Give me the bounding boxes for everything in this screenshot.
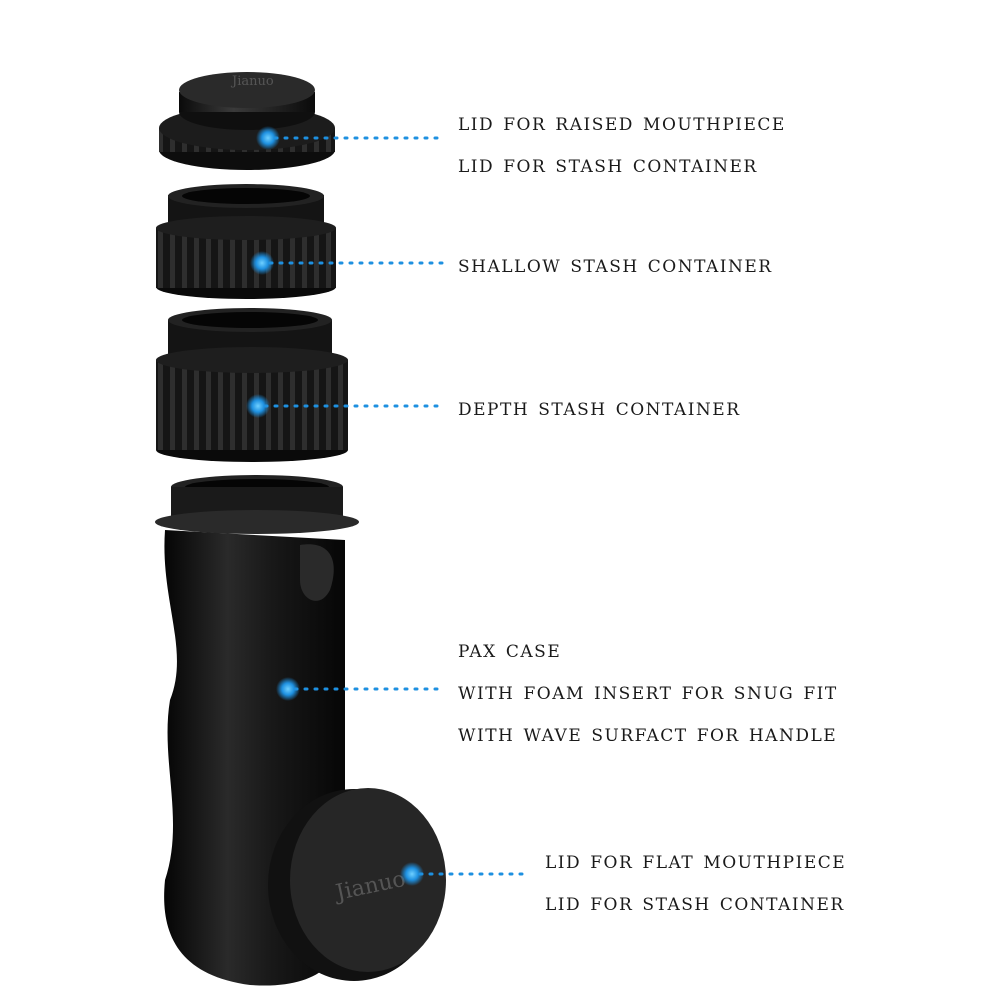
- depth-container-part: [156, 308, 348, 462]
- label-raised-lid: LID FOR RAISED MOUTHPIECE LID FOR STASH …: [458, 108, 786, 178]
- label-shallow-container: SHALLOW STASH CONTAINER: [458, 250, 773, 278]
- callout-dots: [246, 126, 424, 886]
- raised-lid-part: Jianuo: [159, 72, 335, 170]
- label-depth-container: DEPTH STASH CONTAINER: [458, 393, 741, 421]
- callout-leaders: [263, 136, 532, 876]
- shallow-container-part: [156, 184, 336, 299]
- top-lid-brand: Jianuo: [230, 74, 274, 89]
- flat-lid-part: Jianuo: [268, 788, 446, 981]
- label-flat-lid: LID FOR FLAT MOUTHPIECE LID FOR STASH CO…: [545, 846, 847, 916]
- label-pax-case: PAX CASE WITH FOAM INSERT FOR SNUG FIT W…: [458, 635, 838, 747]
